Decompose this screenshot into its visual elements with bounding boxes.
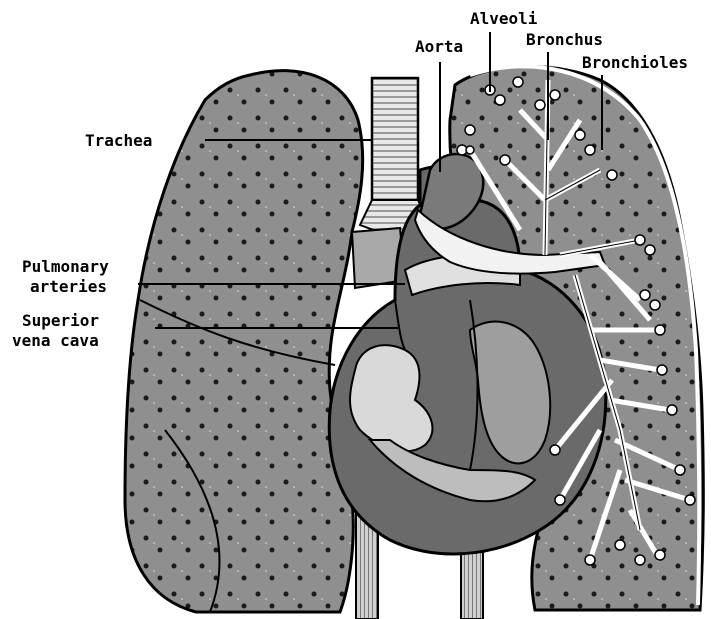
trachea	[372, 78, 418, 218]
label-vena-line2: vena cava	[12, 331, 99, 350]
left-lung	[125, 71, 363, 612]
label-bronchioles: Bronchioles	[582, 53, 688, 72]
label-alveoli: Alveoli	[470, 9, 538, 28]
label-pulmonary-line1: Pulmonary	[22, 257, 109, 276]
label-aorta: Aorta	[415, 37, 463, 56]
label-pulmonary-line2: arteries	[30, 277, 107, 296]
label-vena-line1: Superior	[22, 311, 99, 330]
label-trachea: Trachea	[85, 131, 152, 150]
label-bronchus: Bronchus	[526, 30, 603, 49]
